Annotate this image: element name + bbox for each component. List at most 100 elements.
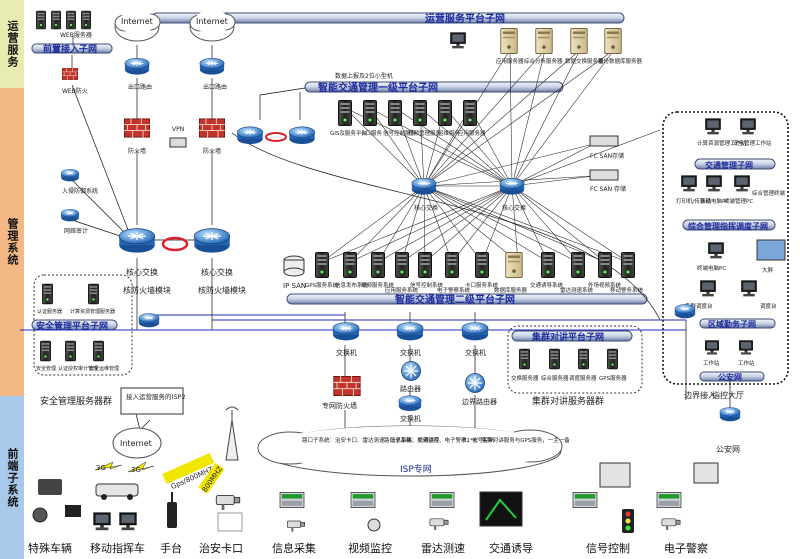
bus-command-center: 综合管理指挥调度子网 xyxy=(682,219,776,231)
router: 路由器 xyxy=(400,360,422,393)
svg-text:治安卡口: 治安卡口 xyxy=(199,541,243,555)
isp2-box: 接入运营服务的ISP2 xyxy=(120,387,186,415)
svg-text:出口路由: 出口路由 xyxy=(203,83,227,91)
core-switch-2: 核心交换 核防火墙模块 xyxy=(193,227,246,295)
svg-text:安全管理: 安全管理 xyxy=(36,365,56,372)
svg-text:应用服务器: 应用服务器 xyxy=(496,57,524,65)
svg-text:接入运营服务的ISP2: 接入运营服务的ISP2 xyxy=(126,392,186,401)
svg-text:备份数据库服务器: 备份数据库服务器 xyxy=(598,57,643,65)
svg-text:电子警察系统: 电子警察系统 xyxy=(437,286,471,294)
device-info-collect xyxy=(279,492,306,532)
l1-servers: GIS及服务平台 卡口服务 信号控制服务 视频管理服务 运维服务 应用服务器 xyxy=(330,100,486,137)
svg-text:3G: 3G xyxy=(131,466,141,474)
svg-text:路口子系统：视频监控、电子警察、信号控制: 路口子系统：视频监控、电子警察、信号控制 xyxy=(384,436,495,444)
svg-text:卡口服务: 卡口服务 xyxy=(360,129,383,137)
internet-cloud-3: Internet xyxy=(112,427,162,459)
command-center-devices: 计算资源管理工作站 安全管理工作站 打印机/传真机 移动电脑PC 终端管理PC … xyxy=(676,118,786,367)
bus-trunking-label: 集群对讲平台子网 xyxy=(531,331,604,343)
bus-police-sub: 区域勤务子网 xyxy=(699,318,776,329)
device-signal-control xyxy=(572,462,634,533)
bus-trunking: 集群对讲平台子网 xyxy=(511,330,633,343)
svg-text:信号控制: 信号控制 xyxy=(586,541,630,555)
mesh-links xyxy=(321,49,661,263)
svg-text:Internet: Internet xyxy=(121,17,153,26)
svg-text:核防火墙模块: 核防火墙模块 xyxy=(123,285,171,295)
svg-text:调度服务器: 调度服务器 xyxy=(569,374,597,382)
svg-text:WEB防火: WEB防火 xyxy=(62,87,88,95)
svg-text:特殊车辆: 特殊车辆 xyxy=(28,541,72,555)
svg-text:信号控制系统: 信号控制系统 xyxy=(410,281,444,289)
svg-text:信息发布系统: 信息发布系统 xyxy=(335,281,369,289)
switch-d: 交换机 xyxy=(398,395,422,423)
ops-admin-pc xyxy=(450,32,466,49)
svg-text:大屏: 大屏 xyxy=(762,266,774,274)
trunking-group-caption: 集群对讲服务器群 xyxy=(532,395,604,407)
svg-text:终端电脑PC: 终端电脑PC xyxy=(697,264,726,272)
svg-text:核心交换: 核心交换 xyxy=(502,204,526,212)
svg-text:信号控制服务: 信号控制服务 xyxy=(383,129,417,137)
bus-its-level2: 智能交通管理二级平台子网 xyxy=(286,293,648,306)
svg-text:核心交换: 核心交换 xyxy=(126,267,158,277)
switch-stack-top xyxy=(236,126,316,145)
svg-text:GPS服务系统: GPS服务系统 xyxy=(305,281,339,289)
svg-text:集群调度台: 集群调度台 xyxy=(685,302,713,310)
bus-zone-ctrl: 交通管理子网 xyxy=(694,158,776,170)
svg-text:FC SAN 存储: FC SAN 存储 xyxy=(590,185,626,193)
bus-front-access: 前置接入子网 xyxy=(31,43,113,55)
core-switch-1: 核心交换 核防火墙模块 xyxy=(118,227,171,295)
dedicated-firewall: 专网防火墙 xyxy=(322,376,362,410)
trunking-servers: 交换服务器 综合服务器 调度服务器 GPS服务器 xyxy=(511,348,627,382)
svg-text:工作站: 工作站 xyxy=(738,359,755,367)
svg-text:计算资源管理服务器: 计算资源管理服务器 xyxy=(70,308,115,315)
svg-text:核防火墙模块: 核防火墙模块 xyxy=(198,285,246,295)
svg-text:综合管理终端: 综合管理终端 xyxy=(752,189,786,197)
svg-text:数据交换服务器: 数据交换服务器 xyxy=(565,57,604,65)
cmd-switch xyxy=(674,304,696,319)
svg-text:工作站: 工作站 xyxy=(703,359,720,367)
ops-servers: 应用服务器 综合分析服务器 数据交换服务器 备份数据库服务器 xyxy=(496,28,643,65)
band-management: 管理系统 xyxy=(0,88,24,396)
svg-text:交通诱导: 交通诱导 xyxy=(489,541,533,555)
svg-text:移动电脑PC: 移动电脑PC xyxy=(700,197,729,205)
svg-text:综合服务器: 综合服务器 xyxy=(541,374,569,382)
l1-note: 数据上报及2位小型机 xyxy=(335,72,393,80)
svg-text:核心交换: 核心交换 xyxy=(201,267,233,277)
svg-text:交换机: 交换机 xyxy=(336,348,357,357)
svg-text:安全管理工作站: 安全管理工作站 xyxy=(733,139,772,147)
svg-text:外场视频系统: 外场视频系统 xyxy=(588,281,622,289)
svg-text:安全运维管理: 安全运维管理 xyxy=(89,365,119,372)
svg-text:视频监控: 视频监控 xyxy=(348,541,392,555)
svg-text:计算资源管理工作站: 计算资源管理工作站 xyxy=(697,139,747,147)
l2-servers: GPS服务系统 信息发布系统 视频服务系统 应用服务系统 信号控制系统 电子警察… xyxy=(305,252,644,294)
svg-text:入侵防御系统: 入侵防御系统 xyxy=(62,187,98,195)
svg-text:数据库服务器: 数据库服务器 xyxy=(494,286,528,294)
bus-its-level1-label: 智能交通管理一级平台子网 xyxy=(318,81,438,94)
svg-text:应用服务系统: 应用服务系统 xyxy=(385,286,419,294)
svg-text:认证授权审计管理: 认证授权审计管理 xyxy=(58,365,98,372)
svg-text:IP SAN: IP SAN xyxy=(283,282,306,290)
sec-switch xyxy=(138,313,160,328)
internet-cloud-2: Internet xyxy=(189,10,236,42)
firewall-1: 防火墙 xyxy=(124,118,150,155)
device-e-police xyxy=(656,462,719,530)
device-handset xyxy=(167,492,177,528)
svg-text:核心交换: 核心交换 xyxy=(414,204,438,212)
egress-router-2: 出口路由 xyxy=(199,57,227,91)
public-security-label: 公安网 xyxy=(716,444,740,454)
command-hall-label: 指控大厅 xyxy=(712,390,744,400)
svg-text:视频管理服务: 视频管理服务 xyxy=(408,129,442,137)
svg-text:交换服务器: 交换服务器 xyxy=(511,374,539,382)
radio-tower xyxy=(225,406,239,461)
switch-a: 交换机 xyxy=(332,322,360,357)
bus-ops-platform-label: 运营服务平台子网 xyxy=(425,12,505,25)
bus-public-security-label: 公安网 xyxy=(718,372,742,382)
bus-police-sub-label: 区域勤务子网 xyxy=(708,319,756,329)
svg-text:卡口服务系统: 卡口服务系统 xyxy=(465,281,499,289)
svg-text:FC SAN存储: FC SAN存储 xyxy=(590,152,624,160)
band-front-end: 前端子系统 xyxy=(0,396,24,559)
switch-c: 交换机 xyxy=(461,322,489,357)
svg-text:GIS及服务平台: GIS及服务平台 xyxy=(330,129,367,137)
svg-text:专网防火墙: 专网防火墙 xyxy=(322,401,357,410)
fc-san-1: FC SAN存储 xyxy=(589,135,624,160)
device-traffic-guidance xyxy=(479,491,523,527)
